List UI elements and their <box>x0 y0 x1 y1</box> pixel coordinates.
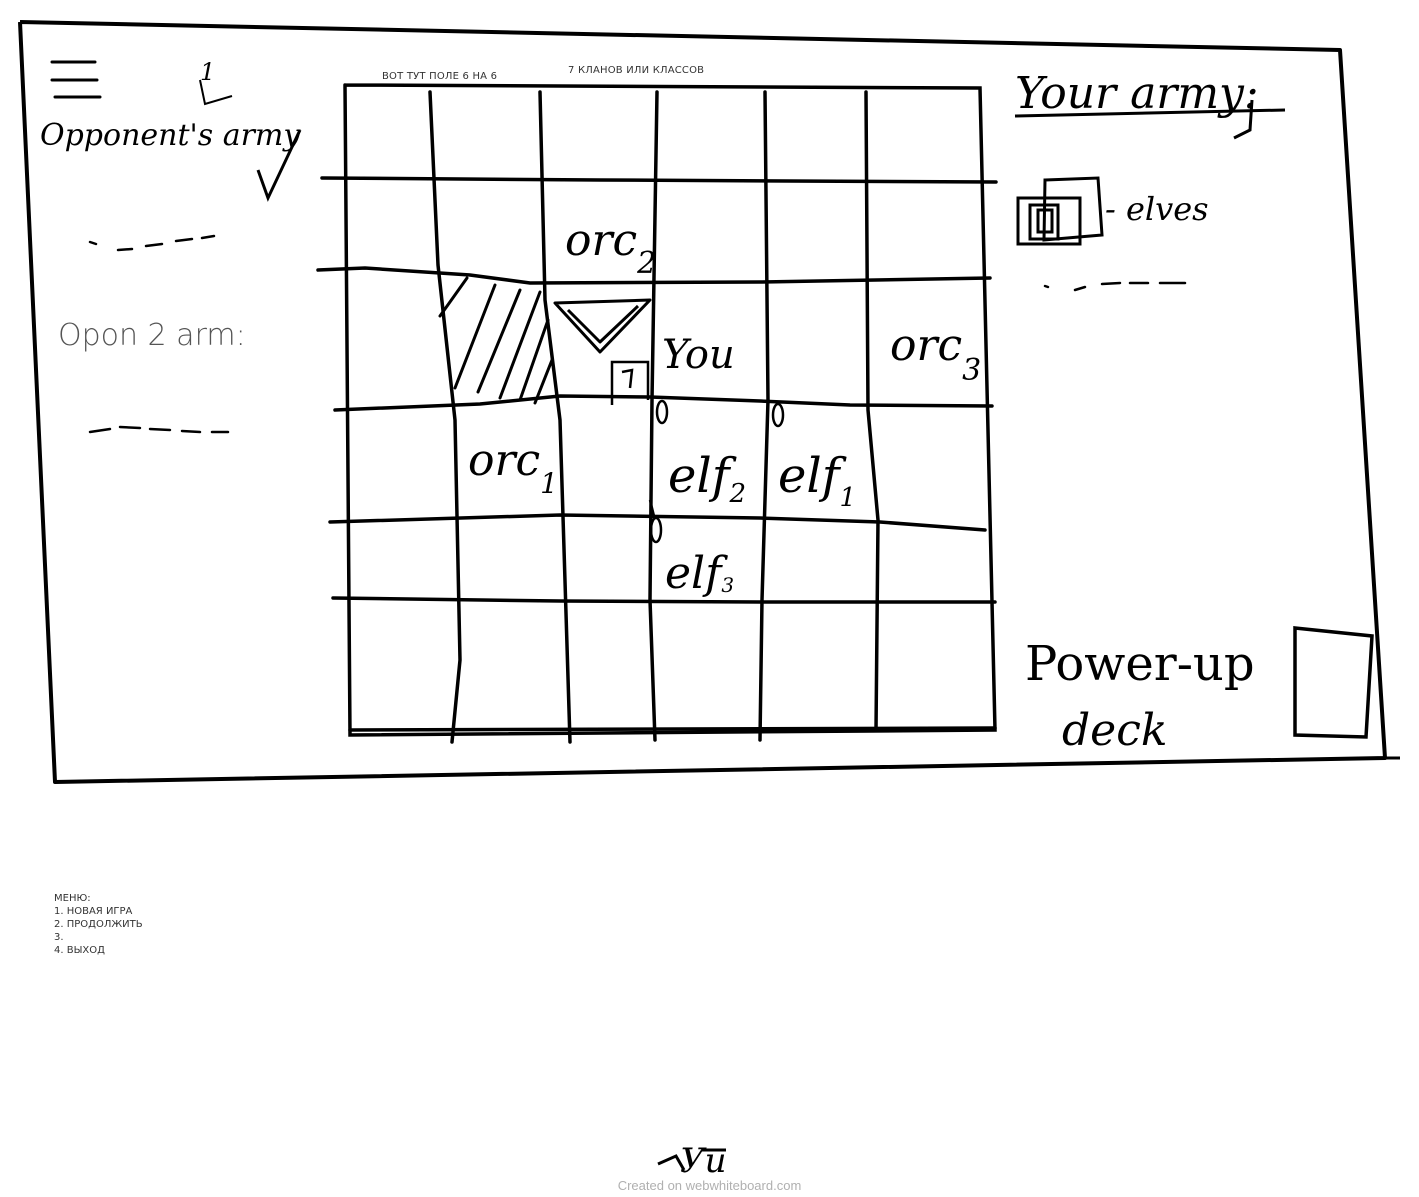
opponent-army-placeholder <box>88 234 216 252</box>
blocked-cell-hatching <box>438 276 554 405</box>
powerup-deck-card[interactable] <box>1293 626 1374 739</box>
unit-elf-1[interactable]: elf1 <box>778 448 856 513</box>
unit-orc-1[interactable]: orc1 <box>468 435 558 500</box>
your-army-underline <box>1014 108 1286 118</box>
elves-icon <box>1016 176 1104 246</box>
your-army-placeholder <box>1043 281 1187 292</box>
game-board-6x6[interactable] <box>316 83 998 744</box>
opponent2-army-label: Opon 2 arm: <box>58 318 246 353</box>
opponent-army-label: Opponent's army <box>40 118 301 153</box>
triangle-marker-icon <box>553 298 652 354</box>
unit-orc-2[interactable]: orc2 <box>565 215 656 281</box>
menu-description: МЕНЮ: 1. НОВАЯ ИГРА 2. ПРОДОЛЖИТЬ 3. 4. … <box>54 892 143 957</box>
menu-item-exit[interactable]: 4. ВЫХОД <box>54 945 105 956</box>
your-army-y-tail <box>1233 99 1254 140</box>
player-flag-icon <box>610 360 650 405</box>
elves-label: - elves <box>1105 190 1209 228</box>
unit-you[interactable]: You <box>662 332 735 378</box>
clans-note: 7 КЛАНОВ ИЛИ КЛАССОВ <box>568 65 705 76</box>
footer-signature: Уи <box>680 1141 726 1181</box>
board-units: orc2 orc3 orc1 You elf2 elf1 elf3 <box>468 215 981 599</box>
hamburger-menu-icon[interactable] <box>50 60 102 99</box>
powerup-deck-label-line2: deck <box>1062 705 1168 756</box>
elf-hp-markers <box>648 399 785 544</box>
opponent2-army-placeholder <box>88 425 230 434</box>
marker-checkmark-icon <box>199 79 233 106</box>
menu-title: МЕНЮ: <box>54 893 91 904</box>
signature-stroke <box>657 1148 726 1171</box>
menu-item-new-game[interactable]: 1. НОВАЯ ИГРА <box>54 906 133 917</box>
opponent-army-checkmark-icon <box>256 129 302 202</box>
watermark: Created on webwhiteboard.com <box>617 1178 802 1193</box>
field-size-note: ВОТ ТУТ ПОЛЕ 6 НА 6 <box>382 71 498 82</box>
powerup-deck-label-line1: Power-up <box>1025 636 1255 692</box>
marker-number: 1 <box>200 58 215 86</box>
unit-elf-2[interactable]: elf2 <box>668 448 746 509</box>
menu-item-continue[interactable]: 2. ПРОДОЛЖИТЬ <box>54 919 143 930</box>
menu-item-empty[interactable]: 3. <box>54 932 64 943</box>
unit-orc-3[interactable]: orc3 <box>890 320 981 388</box>
unit-elf-3[interactable]: elf3 <box>665 548 734 599</box>
